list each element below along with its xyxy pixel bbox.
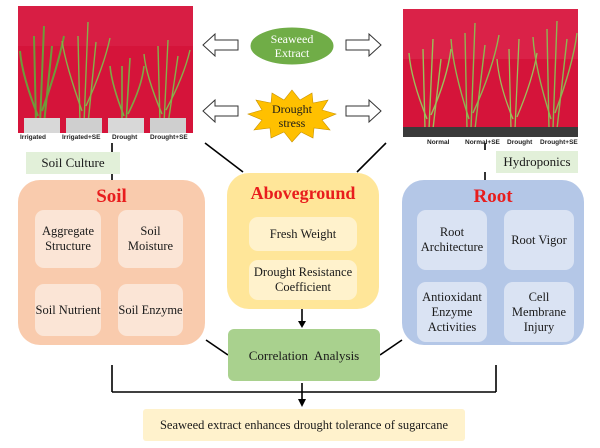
cell-membrane-injury-box: Cell Membrane Injury <box>504 282 574 342</box>
hollow-arrows <box>202 32 382 124</box>
drought-stress-label: Drought stress <box>272 102 312 130</box>
photo-left-label-3: Drought <box>112 134 138 141</box>
soil-enzyme-box: Soil Enzyme <box>118 284 183 336</box>
arrow-right-top-icon <box>345 32 382 58</box>
soil-moisture-box: Soil Moisture <box>118 210 183 268</box>
photo-left-label-2: Irrigated+SE <box>62 134 101 141</box>
photo-right-label-3: Drought <box>507 139 533 146</box>
seaweed-extract-label: Seaweed Extract <box>270 32 314 60</box>
root-title: Root <box>473 186 513 207</box>
connector-lines <box>111 142 497 393</box>
photo-right-label-4: Drought+SE <box>540 139 578 146</box>
soil-panel: Soil Aggregate Structure Soil Moisture S… <box>18 180 205 345</box>
root-architecture-box: Root Architecture <box>417 210 487 270</box>
arrow-left-bottom-icon <box>202 98 239 124</box>
seaweed-ellipse <box>249 26 335 66</box>
conclusion-box: Seaweed extract enhances drought toleran… <box>143 409 465 441</box>
arrow-right-bottom-icon <box>345 98 382 124</box>
arrow-down-to-conclusion-icon <box>298 399 306 407</box>
photo-right-label-2: Normal+SE <box>465 139 500 146</box>
soil-culture-photo <box>18 6 193 133</box>
hydroponics-tag: Hydroponics <box>496 151 578 173</box>
arrow-down-to-correlation-icon <box>298 321 306 328</box>
soil-title: Soil <box>96 186 127 207</box>
aboveground-panel: Aboveground Fresh Weight Drought Resista… <box>227 173 379 309</box>
antioxidant-enzyme-activities-box: Antioxidant Enzyme Activities <box>417 282 487 342</box>
drought-starburst <box>247 89 337 143</box>
aboveground-title: Aboveground <box>250 183 356 203</box>
root-vigor-box: Root Vigor <box>504 210 574 270</box>
arrow-left-top-icon <box>202 32 239 58</box>
fresh-weight-box: Fresh Weight <box>249 217 357 251</box>
soil-culture-tag: Soil Culture <box>26 152 120 174</box>
photo-right-label-1: Normal <box>427 139 450 146</box>
root-panel: Root Root Architecture Root Vigor Antiox… <box>402 180 584 345</box>
soil-nutrient-box: Soil Nutrient <box>35 284 101 336</box>
photo-left-label-4: Drought+SE <box>150 134 188 141</box>
drought-resistance-coefficient-box: Drought Resistance Coefficient <box>249 260 357 300</box>
correlation-analysis-box: Correlation Analysis <box>228 329 380 381</box>
photo-left-label-1: Irrigated <box>20 134 47 141</box>
hydroponics-photo <box>403 9 578 137</box>
aggregate-structure-box: Aggregate Structure <box>35 210 101 268</box>
